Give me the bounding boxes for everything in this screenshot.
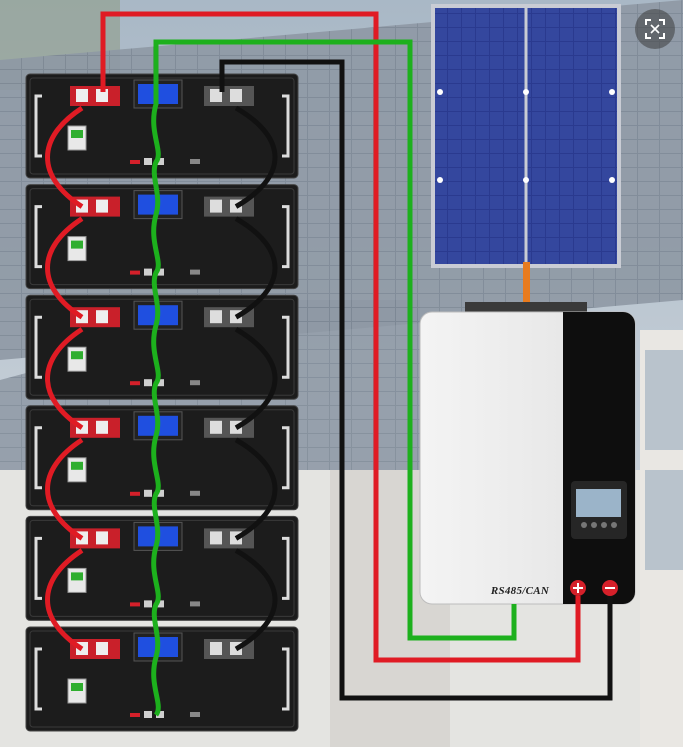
- terminal-bolt: [210, 531, 222, 545]
- left-handle: [34, 94, 42, 158]
- dip-switch: [130, 160, 140, 164]
- terminal-bolt: [210, 310, 222, 324]
- rj45-port: [144, 268, 152, 276]
- left-handle: [34, 536, 42, 600]
- negative-series-cable: [234, 216, 278, 320]
- visual-search-button[interactable]: [635, 9, 675, 49]
- terminal-bolt: [210, 89, 222, 102]
- battery-module: [25, 626, 299, 732]
- reset-button: [190, 269, 200, 275]
- positive-series-cable: [45, 327, 84, 430]
- rj45-port: [156, 600, 164, 608]
- rj45-port: [144, 379, 152, 387]
- positive-cable-to-inverter: [100, 11, 581, 663]
- reset-button: [190, 159, 200, 164]
- battery-module: [25, 515, 299, 621]
- positive-series-cable: [45, 437, 84, 541]
- battery-module: [25, 184, 299, 290]
- battery-bezel: [29, 519, 295, 617]
- rj45-port: [156, 489, 164, 497]
- negative-series-cable: [234, 437, 278, 541]
- battery-module: [25, 405, 299, 511]
- reset-button: [190, 380, 200, 386]
- breaker-switch: [71, 130, 83, 138]
- right-handle: [282, 426, 290, 490]
- breaker-switch: [71, 683, 83, 691]
- left-handle: [34, 647, 42, 711]
- rj45-port: [156, 268, 164, 276]
- reset-button: [190, 490, 200, 496]
- battery-interconnect-cables: [45, 103, 278, 717]
- rj45-port: [156, 711, 164, 718]
- terminal-bolt: [96, 531, 108, 545]
- terminal-bolt: [230, 89, 242, 102]
- visual-search-icon: [645, 19, 665, 39]
- left-handle: [34, 315, 42, 379]
- dip-switch: [130, 381, 140, 386]
- battery-bezel: [29, 188, 295, 286]
- battery-bezel: [29, 409, 295, 507]
- pv-cable: [523, 262, 530, 307]
- right-handle: [282, 205, 290, 269]
- reset-button: [190, 601, 200, 607]
- battery-bezel: [29, 298, 295, 396]
- rj45-port: [144, 711, 152, 718]
- battery-stack: [25, 73, 299, 732]
- right-handle: [282, 94, 290, 158]
- left-handle: [34, 426, 42, 490]
- right-handle: [282, 315, 290, 379]
- battery-bezel: [29, 630, 295, 728]
- negative-series-cable: [234, 548, 278, 652]
- positive-series-cable: [45, 216, 84, 320]
- terminal-bolt: [76, 89, 88, 102]
- reset-button: [190, 712, 200, 717]
- terminal-bolt: [96, 310, 108, 324]
- negative-cable-to-inverter: [219, 59, 613, 701]
- battery-bezel: [29, 77, 295, 175]
- rs485-can-label: RS485/CAN: [490, 585, 550, 597]
- terminal-bolt: [210, 199, 222, 213]
- negative-series-cable: [234, 105, 278, 209]
- rj45-port: [156, 379, 164, 387]
- inverter-display: [571, 481, 627, 539]
- dip-switch: [130, 713, 140, 717]
- rj45-port: [144, 600, 152, 608]
- breaker-switch: [71, 461, 83, 470]
- dip-switch: [130, 602, 140, 607]
- positive-series-cable: [45, 548, 84, 652]
- inverter: [419, 302, 636, 605]
- dip-switch: [130, 491, 140, 496]
- left-handle: [34, 205, 42, 269]
- terminal-bolt: [96, 642, 108, 655]
- breaker-switch: [71, 572, 83, 581]
- terminal-bolt: [96, 420, 108, 434]
- terminal-bolt: [96, 199, 108, 213]
- breaker-switch: [71, 240, 83, 249]
- rj45-port: [144, 158, 152, 165]
- right-handle: [282, 647, 290, 711]
- solar-panel: [431, 4, 621, 268]
- terminal-bolt: [96, 89, 108, 102]
- breaker-switch: [71, 351, 83, 360]
- rj45-port: [144, 489, 152, 497]
- terminal-bolt: [210, 420, 222, 434]
- communication-chain-cable: [151, 103, 161, 717]
- rj45-port: [156, 158, 164, 165]
- communication-cable-to-inverter: [153, 39, 517, 641]
- battery-module: [25, 73, 299, 179]
- terminal-bolt: [210, 642, 222, 655]
- dip-switch: [130, 270, 140, 275]
- right-handle: [282, 536, 290, 600]
- negative-series-cable: [234, 327, 278, 430]
- positive-series-cable: [45, 105, 84, 209]
